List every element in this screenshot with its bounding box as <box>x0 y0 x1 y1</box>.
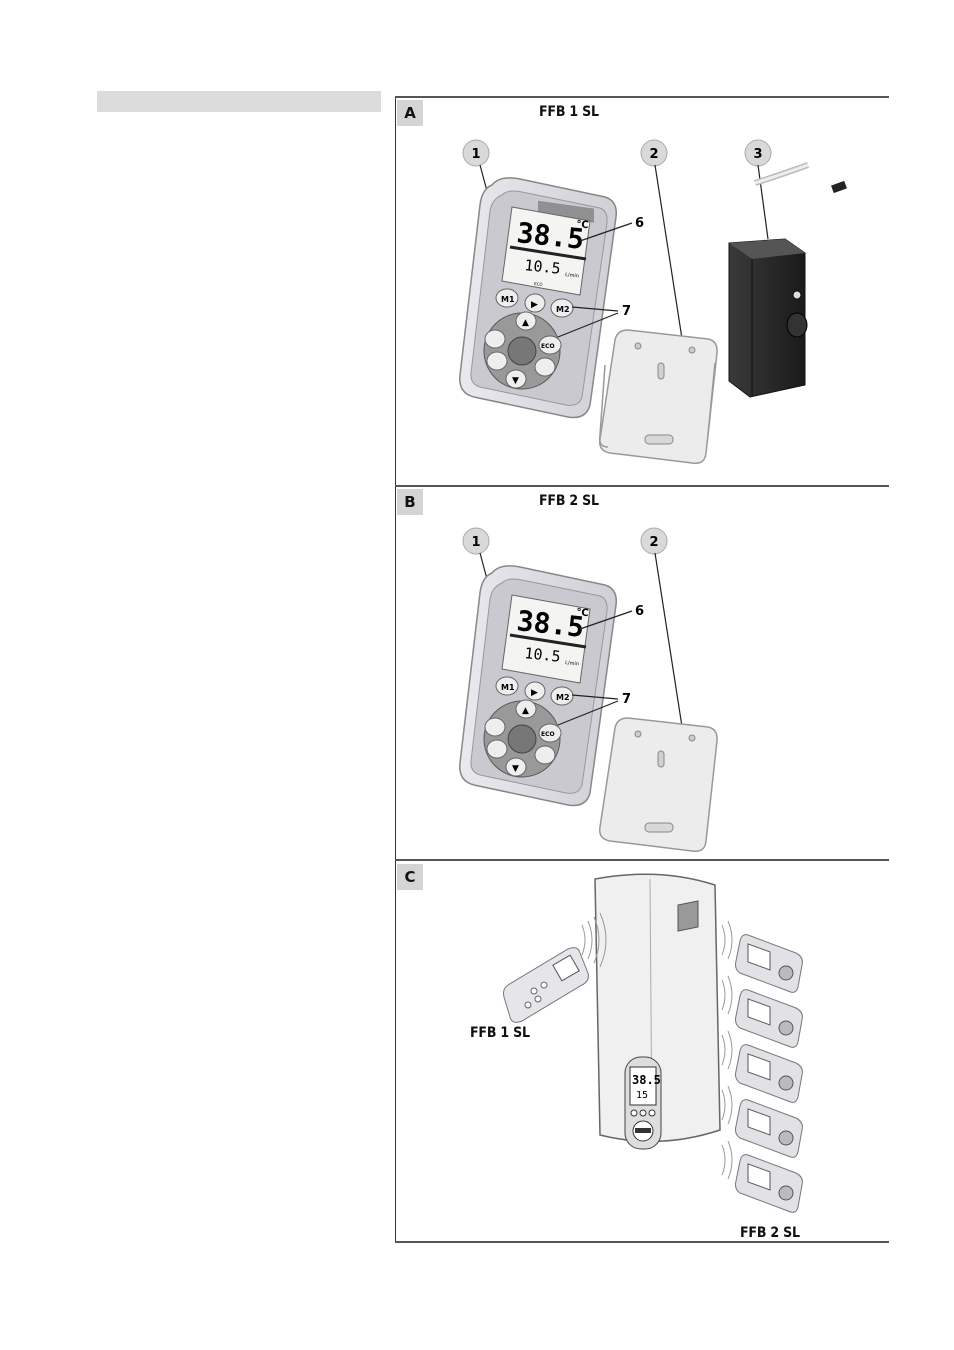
remote-ffb2: 38.5 °C 10.5 L/min M1 ▶ M2 ▲ ▼ ECO <box>460 566 616 806</box>
svg-text:ECO: ECO <box>541 731 555 738</box>
svg-text:M2: M2 <box>556 305 570 314</box>
svg-text:M1: M1 <box>501 683 515 692</box>
svg-text:▼: ▼ <box>512 764 519 774</box>
panel-b-title: FFB 2 SL <box>539 493 599 509</box>
svg-text:6: 6 <box>635 216 644 231</box>
divider-a-b <box>395 485 889 487</box>
svg-text:°C: °C <box>576 219 589 231</box>
svg-text:38.5: 38.5 <box>632 1073 661 1087</box>
frame-bottom-rule <box>395 1241 889 1243</box>
frame-top-rule <box>395 96 889 98</box>
svg-text:10.5: 10.5 <box>524 256 562 278</box>
panel-c-illustration: 38.5 15 <box>470 865 880 1225</box>
svg-text:ECO: ECO <box>534 281 543 287</box>
svg-text:M2: M2 <box>556 693 570 702</box>
panel-a-letter: A <box>397 100 423 126</box>
svg-text:M1: M1 <box>501 295 515 304</box>
ffb2-remotes <box>736 935 803 1213</box>
divider-b-c <box>395 859 889 861</box>
svg-text:10.5: 10.5 <box>524 644 562 666</box>
wall-holder-b <box>600 718 717 851</box>
panel-a-illustration: 1 2 3 38.5 °C 10.5 L/min ECO M1 ▶ M2 ▲ <box>440 135 880 470</box>
callout-2: 2 <box>641 140 683 345</box>
water-heater: 38.5 15 <box>595 874 720 1149</box>
svg-text:°C: °C <box>576 607 589 619</box>
svg-text:▶: ▶ <box>531 688 538 698</box>
panel-b-letter: B <box>397 489 423 515</box>
svg-text:▶: ▶ <box>531 300 538 310</box>
svg-text:6: 6 <box>635 604 644 619</box>
signal-waves-ffb2 <box>722 921 732 1179</box>
receiver-box <box>729 165 847 397</box>
svg-text:15: 15 <box>636 1090 648 1101</box>
svg-text:1: 1 <box>471 147 480 162</box>
wall-holder <box>600 330 717 463</box>
svg-text:7: 7 <box>622 304 631 319</box>
panel-a-title: FFB 1 SL <box>539 104 599 120</box>
panel-c-letter: C <box>397 864 423 890</box>
panel-b-illustration: 1 2 38.5 °C 10.5 L/min M1 ▶ M2 ▲ ▼ ECO 6 <box>440 523 770 853</box>
svg-text:1: 1 <box>471 535 480 550</box>
svg-text:▲: ▲ <box>522 318 529 328</box>
svg-text:ECO: ECO <box>541 343 555 350</box>
svg-text:7: 7 <box>622 692 631 707</box>
ffb1-remote-small <box>504 948 589 1023</box>
svg-text:2: 2 <box>649 147 658 162</box>
remote-ffb1: 38.5 °C 10.5 L/min ECO M1 ▶ M2 ▲ ▼ ECO <box>460 178 616 418</box>
section-header-bar <box>97 91 381 112</box>
callout-3: 3 <box>745 140 771 239</box>
svg-text:2: 2 <box>649 535 658 550</box>
svg-text:3: 3 <box>753 147 762 162</box>
callout-2b: 2 <box>641 528 683 733</box>
panel-c-ffb2-label: FFB 2 SL <box>740 1225 800 1241</box>
svg-text:▼: ▼ <box>512 376 519 386</box>
svg-text:▲: ▲ <box>522 706 529 716</box>
